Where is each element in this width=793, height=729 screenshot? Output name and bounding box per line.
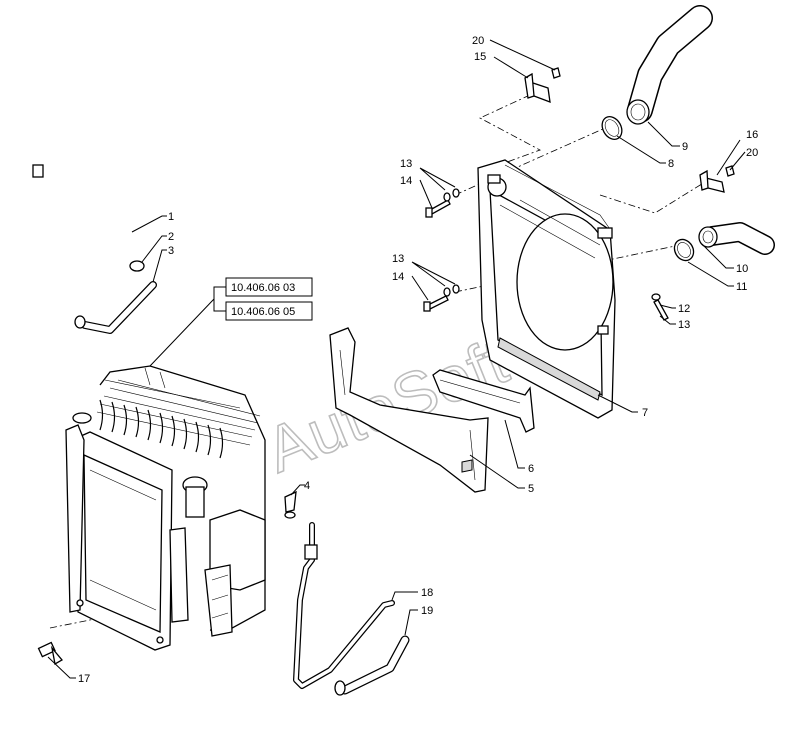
seal-strip-part-6 — [432, 369, 535, 433]
radiator-cooler-assembly — [65, 365, 266, 651]
callout-6[interactable]: 6 — [528, 463, 534, 475]
seal-bracket-part-5 — [329, 327, 489, 493]
coolant-pipe-part-18 — [293, 522, 395, 689]
callout-7[interactable]: 7 — [642, 407, 648, 419]
hose-clamp-part-2 — [129, 260, 145, 272]
callout-5[interactable]: 5 — [528, 483, 534, 495]
upper-hose-part-9 — [626, 5, 713, 125]
callout-4[interactable]: 4 — [304, 480, 310, 492]
callout-20-top[interactable]: 20 — [472, 35, 484, 47]
bolt-washer-set-right — [651, 293, 669, 321]
callout-18[interactable]: 18 — [421, 587, 433, 599]
callout-14-upper[interactable]: 14 — [400, 175, 412, 187]
lower-hose-part-10 — [698, 222, 775, 255]
callout-8[interactable]: 8 — [668, 158, 674, 170]
elbow-hose-part-3 — [74, 281, 157, 334]
sensor-part-17 — [37, 641, 63, 666]
plug-part-4 — [284, 490, 297, 519]
callout-12[interactable]: 12 — [678, 303, 690, 315]
reference-box-group: 10.406.06 03 10.406.06 05 — [225, 277, 313, 321]
callout-20-right[interactable]: 20 — [746, 147, 758, 159]
callout-13-right[interactable]: 13 — [678, 319, 690, 331]
bolt-washer-set-upper — [425, 188, 460, 218]
hose-clamp-part-8 — [601, 116, 623, 140]
callout-labels: 1 2 3 4 5 6 7 8 9 10 11 12 13 13 14 13 1… — [78, 35, 758, 685]
elbow-hose-part-19 — [334, 635, 410, 696]
callout-1[interactable]: 1 — [168, 211, 174, 223]
bolt-washer-set-lower — [423, 284, 460, 312]
callout-9[interactable]: 9 — [682, 141, 688, 153]
bracket-part-16 — [699, 165, 735, 193]
reference-label-1[interactable]: 10.406.06 03 — [231, 282, 295, 294]
callout-17[interactable]: 17 — [78, 673, 90, 685]
fan-shroud-part-7 — [477, 159, 616, 419]
callout-13-lower[interactable]: 13 — [392, 253, 404, 265]
bracket-part-15 — [524, 67, 561, 103]
callout-2[interactable]: 2 — [168, 231, 174, 243]
leader-lines — [47, 39, 746, 679]
callout-3[interactable]: 3 — [168, 245, 174, 257]
callout-11[interactable]: 11 — [736, 281, 747, 293]
callout-19[interactable]: 19 — [421, 605, 433, 617]
callout-14-lower[interactable]: 14 — [392, 271, 404, 283]
hose-clamp-part-11 — [673, 238, 695, 262]
reference-label-2[interactable]: 10.406.06 05 — [231, 306, 295, 318]
callout-13-upper[interactable]: 13 — [400, 158, 412, 170]
callout-16[interactable]: 16 — [746, 129, 758, 141]
coolant-pipe-part-1 — [21, 140, 134, 310]
callout-10[interactable]: 10 — [736, 263, 748, 275]
callout-15[interactable]: 15 — [474, 51, 486, 63]
